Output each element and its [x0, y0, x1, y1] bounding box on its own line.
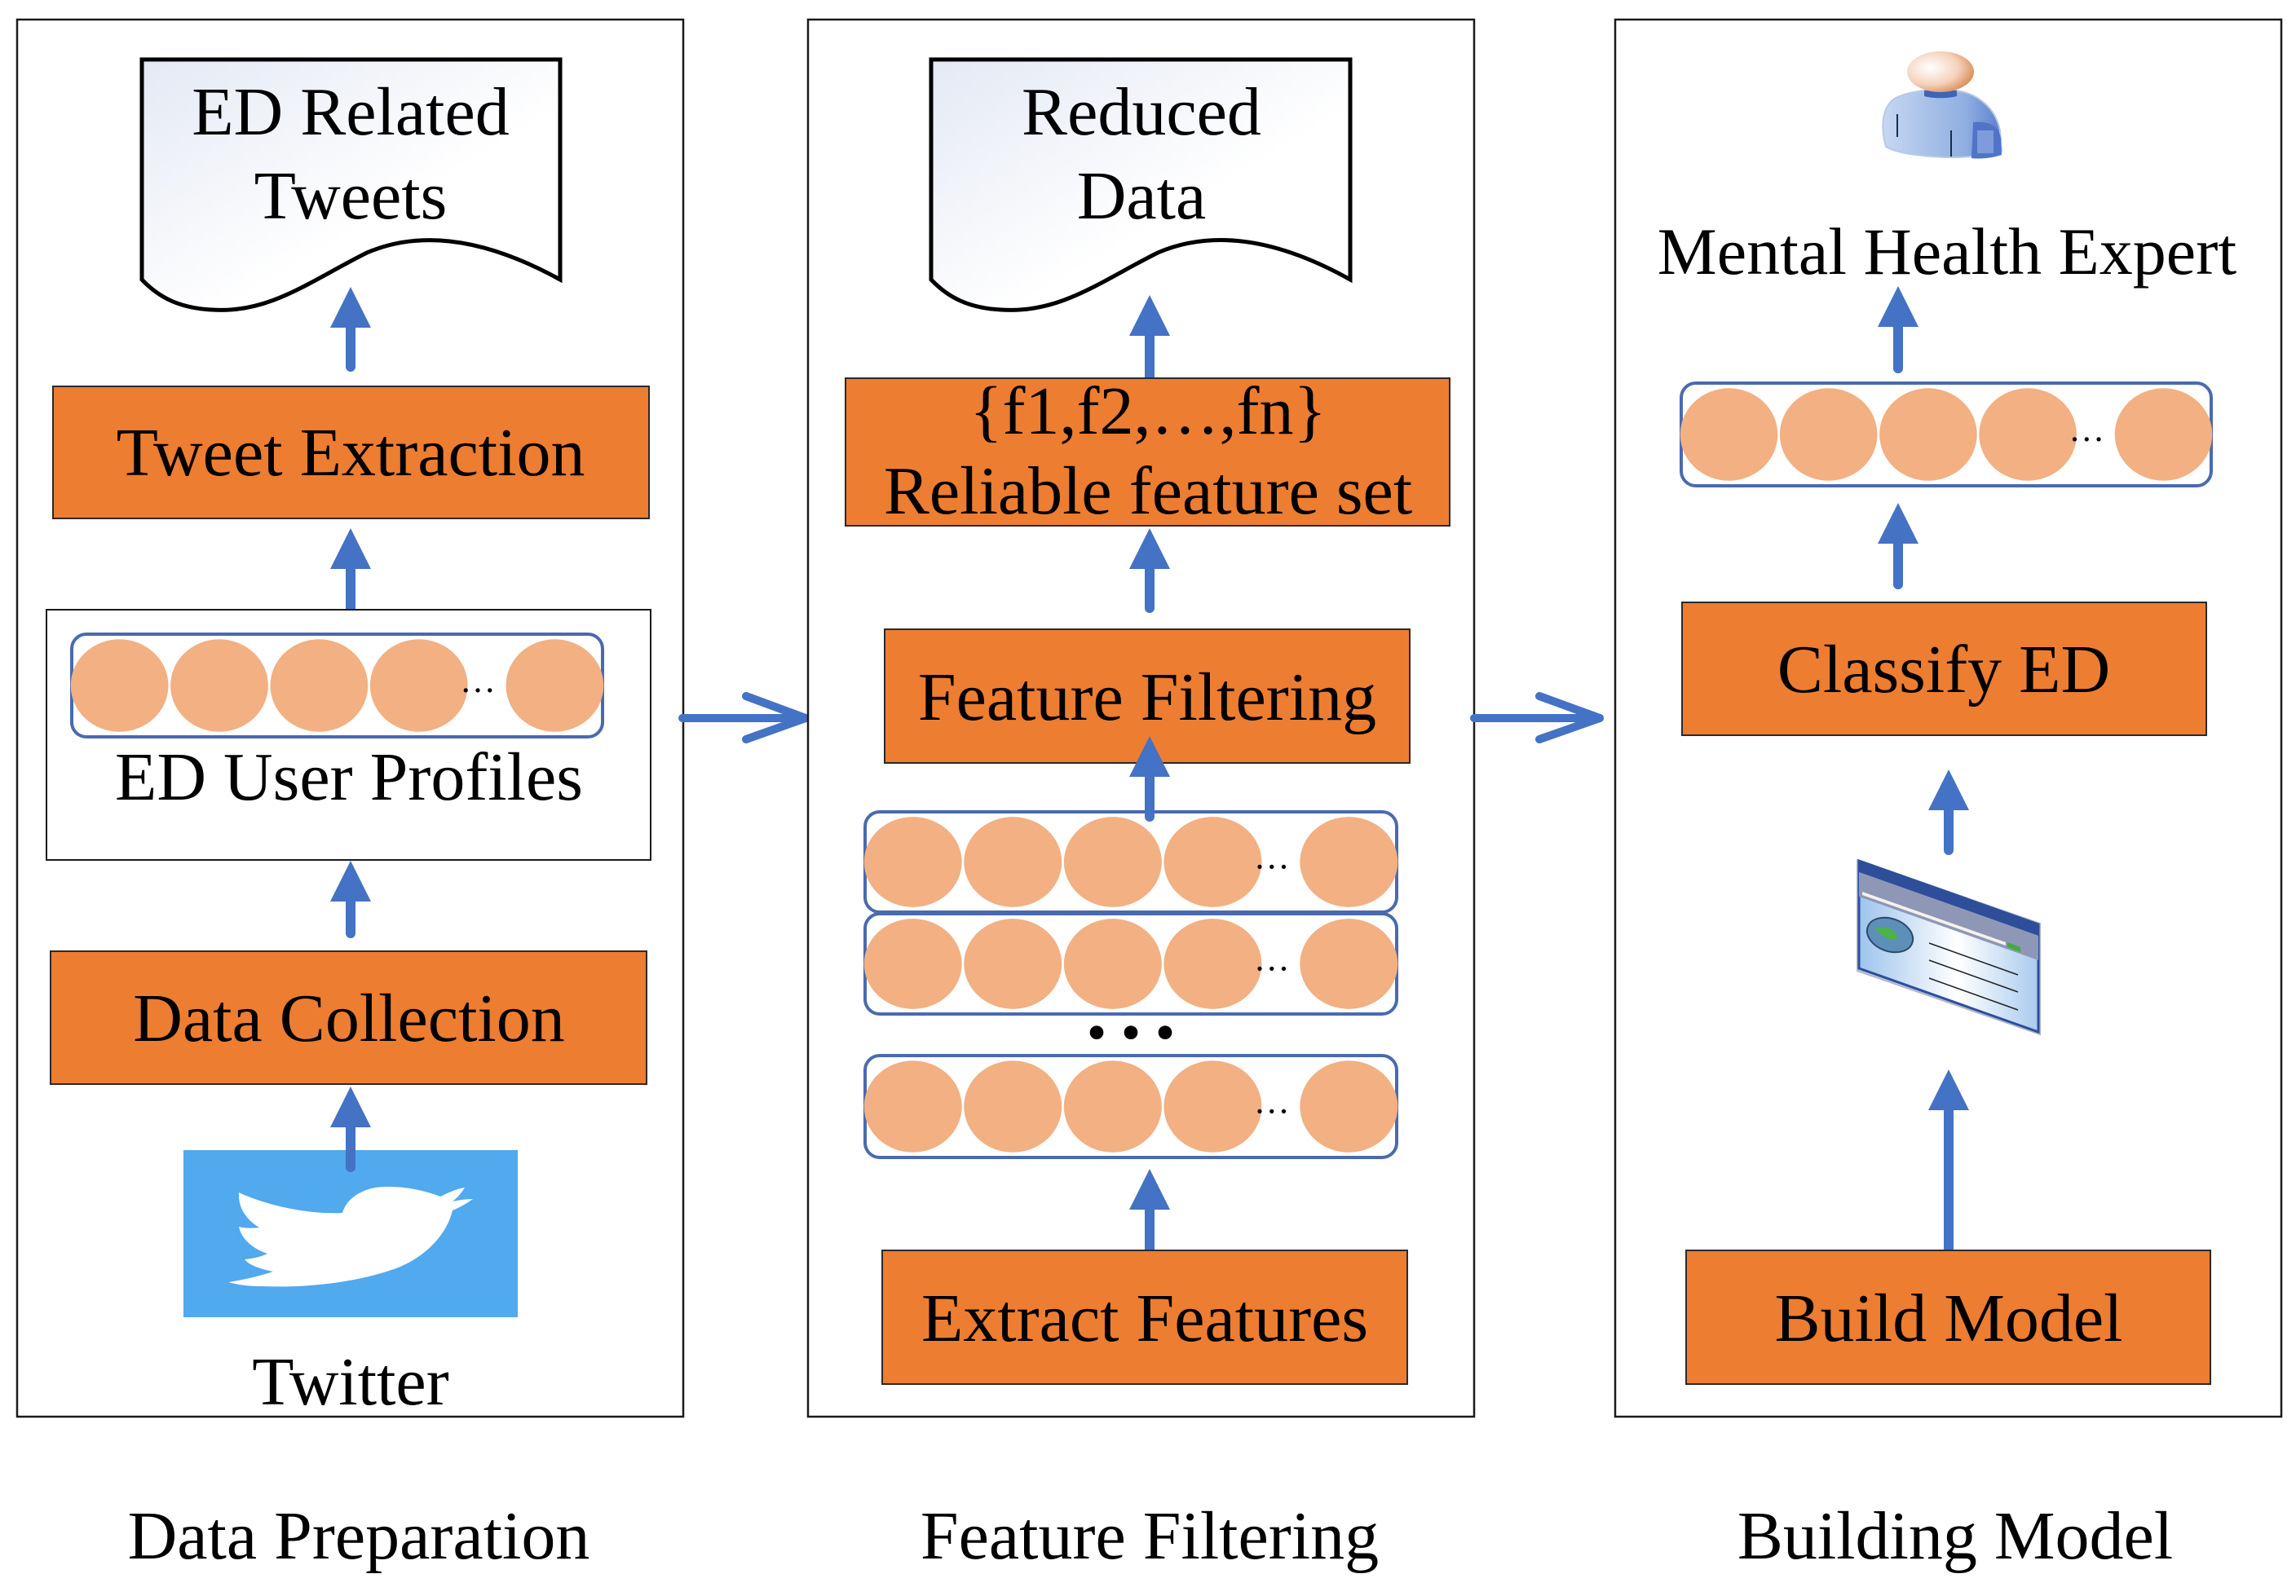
arrow-up-icon: [1129, 1169, 1170, 1254]
node-ellipsis: …: [1254, 939, 1290, 979]
arrow-up-icon: [1878, 286, 1918, 373]
arrow-up-icon: [1928, 1069, 1969, 1254]
doc-line-1: Reduced: [1022, 74, 1261, 150]
node-circle: [369, 639, 468, 732]
node-circle: [506, 639, 604, 732]
node-ellipsis: …: [1254, 1082, 1290, 1122]
node-circle: [270, 639, 369, 732]
node-circle: [1979, 388, 2077, 481]
arrow-up-icon: [1928, 769, 1969, 855]
node-ellipsis: …: [460, 660, 496, 700]
person-icon: [1882, 51, 2003, 159]
doc-line-2: Data: [1077, 158, 1207, 234]
feature-set-notation: {f1,f2,…,fn}: [969, 373, 1327, 449]
doc-line-1: ED Related: [192, 74, 510, 150]
caption-data-preparation: Data Preparation: [128, 1498, 590, 1574]
node-circle: [1063, 1060, 1162, 1153]
caption-building-model: Building Model: [1737, 1498, 2173, 1574]
panel-feature-filtering: Reduced Data {f1,f2,…,fn} Reliable featu…: [806, 18, 1476, 1418]
step-label: Tweet Extraction: [117, 415, 585, 491]
arrow-up-icon: [1129, 528, 1170, 613]
node-circle: [1163, 919, 1262, 1009]
node-circle: [70, 639, 169, 732]
arrow-up-icon: [1129, 736, 1170, 822]
node-circle: [964, 817, 1062, 907]
node-circle: [964, 1060, 1062, 1153]
node-circle: [863, 919, 962, 1009]
ed-user-profiles: … ED User Profiles: [46, 609, 651, 861]
doc-ed-related-tweets: ED Related Tweets: [139, 57, 563, 312]
node-row: …: [863, 1054, 1398, 1159]
expert-label: Mental Health Expert: [1658, 214, 2237, 289]
step-label: Classify ED: [1777, 632, 2110, 708]
node-circle: [1680, 388, 1778, 481]
node-circle: [1163, 1060, 1262, 1153]
node-circle: [863, 817, 962, 907]
twitter-label: Twitter: [252, 1344, 448, 1420]
node-circle: [1300, 1060, 1398, 1153]
node-row: …: [70, 633, 604, 738]
step-build-model: Build Model: [1685, 1250, 2211, 1385]
arrow-right-icon: [678, 692, 810, 743]
node-circle: [1063, 817, 1162, 907]
arrow-up-icon: [330, 861, 371, 938]
node-circle: [1063, 919, 1162, 1009]
arrow-up-icon: [1878, 503, 1918, 589]
node-row: …: [863, 810, 1398, 914]
twitter-source: [183, 1150, 518, 1317]
step-extract-features: Extract Features: [881, 1250, 1408, 1385]
node-circle: [1779, 388, 1878, 481]
node-circle: [1163, 817, 1262, 907]
twitter-bird-icon: [228, 1186, 473, 1287]
feature-set-label: Reliable feature set: [884, 453, 1412, 529]
node-ellipsis: …: [2069, 409, 2104, 449]
profiles-label: ED User Profiles: [115, 739, 583, 815]
document-shape: [929, 57, 1353, 312]
node-circle: [1300, 919, 1398, 1009]
node-circle: [170, 639, 268, 732]
node-circle: [863, 1060, 962, 1153]
node-circle: [1879, 388, 1977, 481]
step-data-collection: Data Collection: [50, 950, 647, 1085]
step-label: Extract Features: [921, 1281, 1368, 1356]
panel-building-model: Mental Health Expert … Classify ED: [1614, 18, 2283, 1418]
step-reliable-feature-set: {f1,f2,…,fn} Reliable feature set: [845, 373, 1450, 529]
doc-line-2: Tweets: [254, 158, 448, 234]
doc-reduced-data: Reduced Data: [929, 57, 1353, 312]
node-row: …: [863, 912, 1398, 1016]
node-circle: [964, 919, 1062, 1009]
arrow-up-icon: [330, 1087, 371, 1172]
step-label: Data Collection: [133, 981, 565, 1056]
browser-window-icon: [1857, 858, 2041, 1036]
step-label: Feature Filtering: [918, 659, 1376, 735]
arrow-up-icon: [330, 287, 371, 372]
node-circle: [2114, 388, 2213, 481]
arrow-up-icon: [330, 528, 371, 613]
step-feature-filtering: Feature Filtering: [884, 628, 1411, 764]
step-label: Build Model: [1774, 1281, 2122, 1356]
node-row: …: [1680, 381, 2213, 487]
node-ellipsis: …: [1254, 837, 1290, 877]
step-classify-ed: Classify ED: [1681, 602, 2207, 736]
step-tweet-extraction: Tweet Extraction: [52, 386, 650, 519]
caption-feature-filtering: Feature Filtering: [921, 1498, 1379, 1574]
document-shape: [139, 57, 563, 312]
node-circle: [1300, 817, 1398, 907]
panel-data-preparation: ED Related Tweets Tweet Extraction … ED …: [15, 18, 685, 1420]
arrow-right-icon: [1470, 692, 1604, 743]
arrow-up-icon: [1129, 295, 1170, 381]
